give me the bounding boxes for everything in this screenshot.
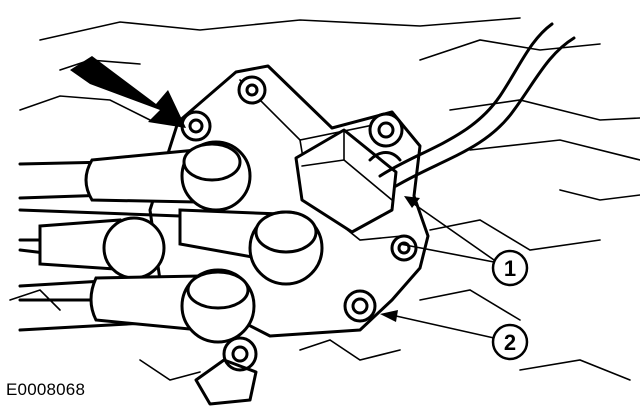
lead-boot-4 [89, 268, 256, 344]
lead-boot-3 [38, 216, 166, 280]
mounting-bolt-bottom [343, 289, 377, 323]
electrical-connector [294, 128, 398, 234]
lower-engine-parts [194, 336, 258, 406]
callout-leader-1a [404, 196, 495, 261]
indicator-arrow [70, 56, 186, 128]
callout-2-label: 2 [504, 330, 516, 355]
callout-1-label: 1 [504, 256, 516, 281]
mounting-bolt-right [390, 234, 418, 262]
callout-leader-2 [380, 310, 495, 339]
engine-background-lines [9, 17, 640, 381]
callout-2: 2 [491, 323, 529, 361]
callout-leader-1b [399, 243, 495, 263]
callout-1: 1 [491, 249, 529, 287]
mounting-bolt-top [237, 75, 267, 105]
wiring-harness [368, 22, 576, 188]
lead-boot-2 [178, 208, 324, 286]
figure-id: E0008068 [6, 380, 86, 399]
mounting-bolt-right-top [368, 112, 404, 148]
lead-boot-1 [84, 140, 252, 212]
mounting-bolt-top-left [180, 110, 212, 142]
